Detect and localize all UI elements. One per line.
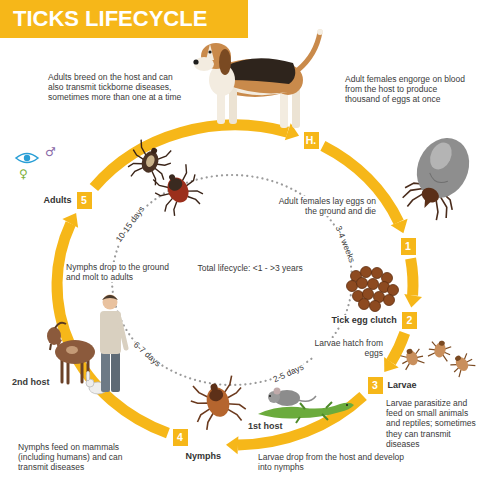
male-adult-tick — [124, 138, 175, 187]
stage-heading: Tick egg clutch — [331, 315, 398, 326]
larva-tick — [398, 345, 425, 370]
goat-host — [47, 323, 95, 383]
duration-label: 3-4 weeks — [333, 223, 358, 265]
cycle-band — [391, 333, 405, 362]
total-label: Total lifecycle: <1 - >3 years — [197, 263, 304, 273]
note-text: Nymphs drop to the ground and molt to ad… — [66, 262, 178, 282]
cycle-band — [94, 125, 288, 188]
lizard-host — [258, 402, 354, 423]
duration-label: 10-15 days — [113, 203, 147, 245]
arrow-head — [404, 294, 422, 307]
larva-tick — [427, 338, 453, 362]
cycle-arrow — [226, 396, 363, 454]
cycle-arrow — [323, 146, 408, 233]
note-text: Larvae drop from the host and develop in… — [258, 452, 408, 472]
egg-clutch — [347, 267, 399, 312]
mouse-host — [268, 388, 316, 407]
host-label: 2nd host — [12, 377, 50, 388]
note-text: Nymphs feed on mammals (including humans… — [18, 442, 148, 473]
cycle-band — [238, 396, 363, 445]
stage-number: 3 — [368, 377, 383, 394]
sex-symbol: ♀ — [19, 168, 28, 181]
nymph-tick — [187, 374, 249, 432]
stage-node: 4Nymphs — [173, 429, 223, 462]
eye-icon — [16, 154, 38, 163]
stage-number: 5 — [77, 192, 92, 209]
stage-node: 3 Larvae — [368, 377, 418, 394]
dog-host — [193, 29, 323, 128]
stage-node: H. — [304, 132, 319, 149]
stage-number: 2 — [402, 312, 417, 329]
note-text: Larvae parasitize and feed on small anim… — [386, 398, 476, 449]
arrow-head — [226, 436, 238, 454]
note-text: Adult females lay eggs on the ground and… — [270, 196, 376, 216]
stage-node: 2 Tick egg clutch — [331, 312, 417, 329]
note-text: Larvae hatch from eggs — [313, 338, 383, 358]
host-label: 1st host — [248, 421, 283, 432]
title-text: TICKS LIFECYCLE — [0, 0, 248, 30]
note-text: Adults breed on the host and can also tr… — [48, 72, 186, 103]
stage-number: 4 — [173, 429, 188, 446]
person-host — [100, 295, 126, 393]
stage-heading: Larvae — [387, 380, 418, 391]
stage-heading: Nymphs — [185, 451, 223, 462]
stage-number: H. — [304, 132, 319, 149]
stage-node: 5 Adults — [43, 192, 92, 209]
title-banner: TICKS LIFECYCLE — [0, 0, 248, 38]
female-adult-tick — [150, 163, 208, 220]
duration-label: 2-5 days — [270, 361, 306, 385]
stage-number: 1 — [401, 238, 416, 255]
cycle-arrow — [384, 333, 405, 372]
arrow-head — [391, 219, 408, 233]
arrow-head — [384, 357, 399, 372]
duration-label: 6-7 days — [130, 339, 163, 369]
cycle-arrow — [404, 259, 422, 308]
cycle-arrow — [57, 213, 168, 433]
arrow-head — [62, 213, 78, 228]
cycle-arrow — [94, 123, 299, 187]
engorged-female-tick — [398, 129, 479, 224]
cycle-band — [411, 259, 413, 296]
cycle-band — [57, 224, 168, 434]
stage-heading: Adults — [43, 195, 73, 206]
larva-tick — [448, 350, 477, 378]
stage-node: 1 — [401, 238, 416, 255]
sex-symbol: ♂ — [45, 146, 56, 159]
note-text: Adult females engorge on blood from the … — [345, 74, 470, 105]
